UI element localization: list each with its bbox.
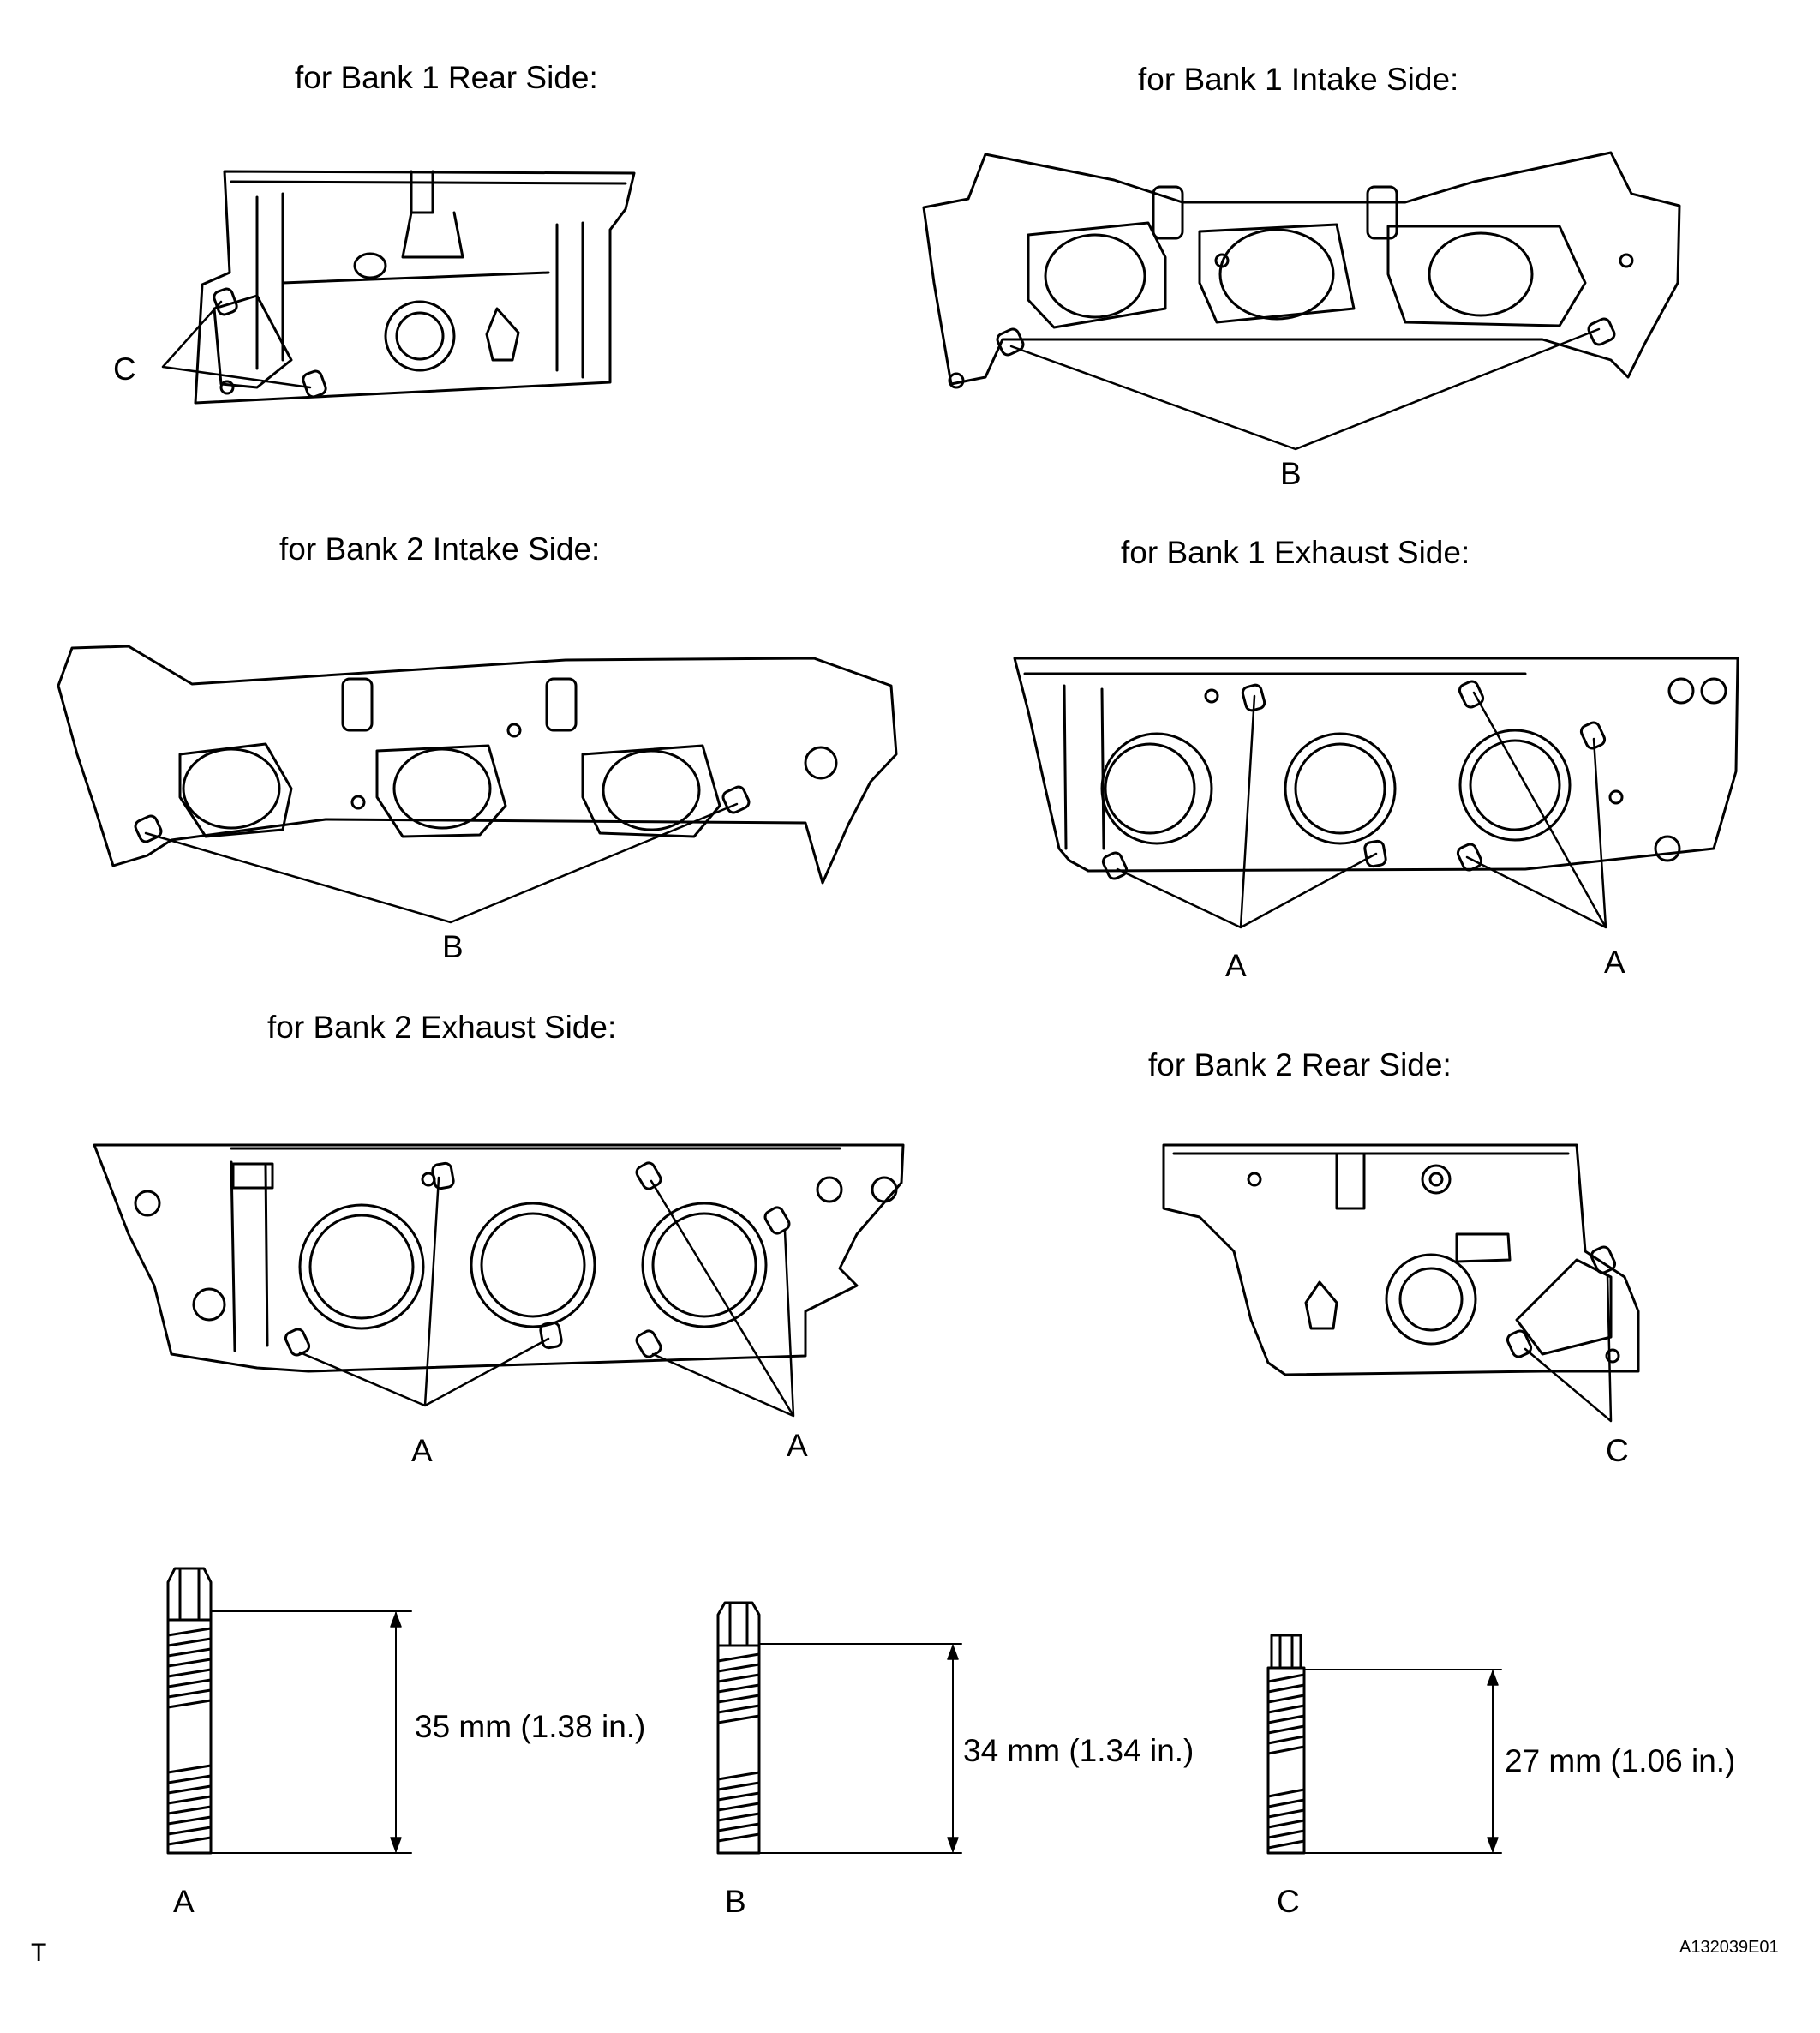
callout-b-bank1-intake: B <box>1280 456 1302 491</box>
stud-a-label: A <box>173 1884 195 1919</box>
stud-c-label: C <box>1277 1884 1300 1919</box>
title-bank1-exhaust-side: for Bank 1 Exhaust Side: <box>1121 535 1470 570</box>
callout-a-bank1-exhaust-left: A <box>1225 948 1247 983</box>
bank2-rear-side-drawing <box>1162 1143 1640 1423</box>
title-bank1-intake-side: for Bank 1 Intake Side: <box>1138 62 1459 97</box>
callout-c-bank2-rear: C <box>1606 1433 1629 1468</box>
callout-a-bank2-exhaust-right: A <box>787 1428 808 1463</box>
stud-c-length: 27 mm (1.06 in.) <box>1505 1743 1736 1778</box>
bank2-exhaust-side-drawing <box>93 1143 905 1418</box>
title-bank1-rear-side: for Bank 1 Rear Side: <box>295 60 598 95</box>
bank1-exhaust-side-drawing <box>1013 657 1739 929</box>
stud-b-drawing <box>716 1601 962 1855</box>
bank1-intake-side-drawing <box>922 151 1681 451</box>
callout-a-bank2-exhaust-left: A <box>411 1433 433 1468</box>
stud-a-length: 35 mm (1.38 in.) <box>415 1709 646 1744</box>
stud-c-drawing <box>1266 1634 1502 1855</box>
title-bank2-exhaust-side: for Bank 2 Exhaust Side: <box>267 1010 617 1045</box>
title-bank2-intake-side: for Bank 2 Intake Side: <box>279 531 601 567</box>
callout-b-bank2-intake: B <box>442 929 464 964</box>
bank2-intake-side-drawing <box>57 645 898 924</box>
bank1-rear-side-drawing <box>161 170 636 405</box>
stud-b-length: 34 mm (1.34 in.) <box>963 1733 1194 1768</box>
callout-c-bank1-rear: C <box>113 351 136 387</box>
stud-a-drawing <box>166 1567 412 1855</box>
callout-a-bank1-exhaust-right: A <box>1604 945 1625 980</box>
corner-mark: T <box>31 1939 47 1967</box>
title-bank2-rear-side: for Bank 2 Rear Side: <box>1148 1047 1452 1082</box>
stud-b-label: B <box>725 1884 746 1919</box>
figure-code: A132039E01 <box>1679 1938 1779 1957</box>
